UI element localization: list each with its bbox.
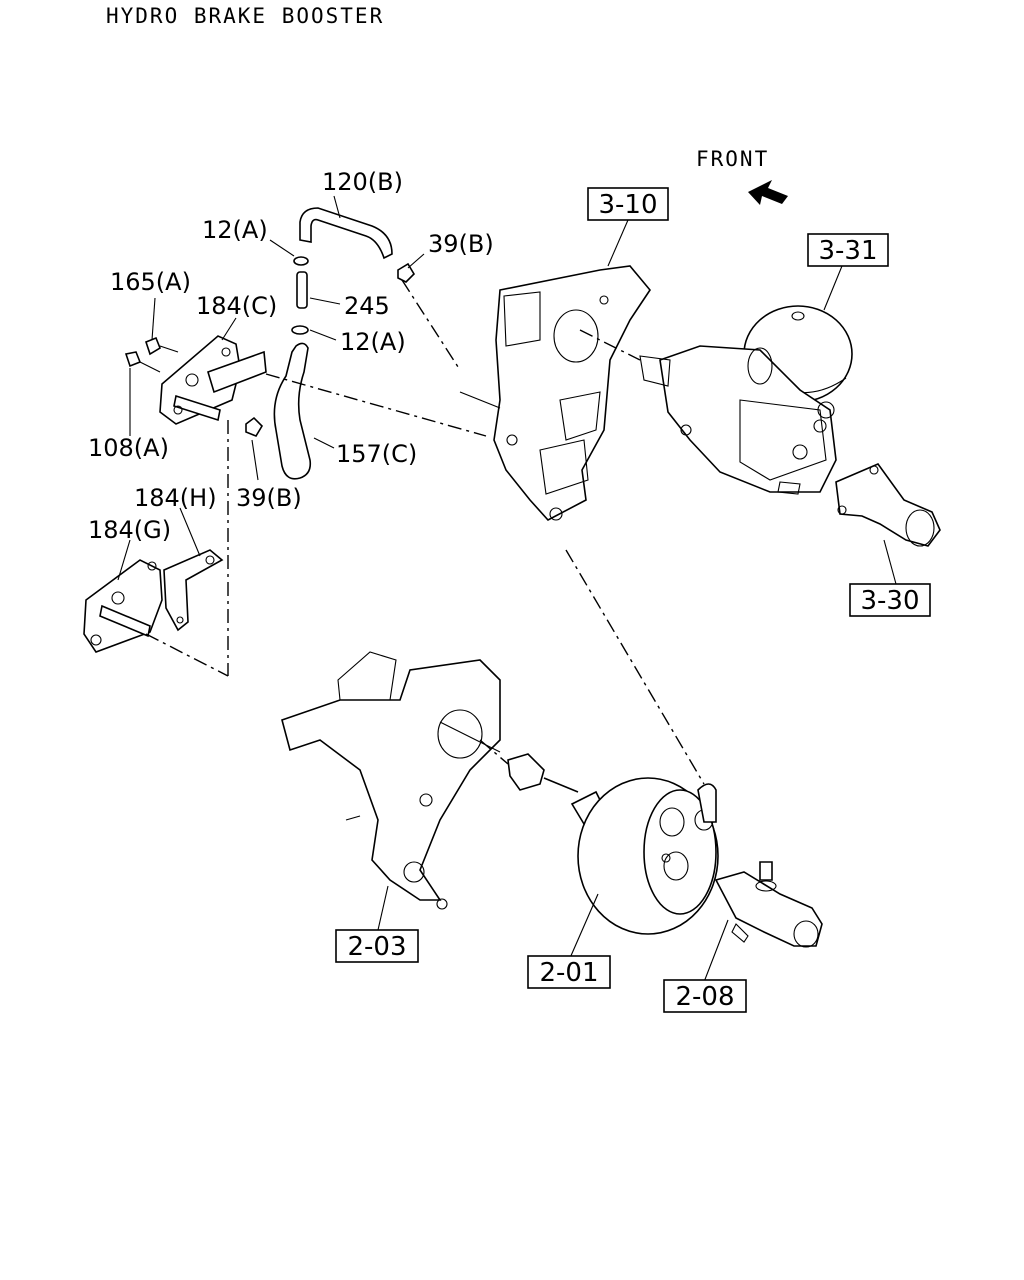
ref-label-2-08: 2-08 [675, 982, 734, 1012]
check-valve [714, 861, 823, 948]
callout-184g: 184(G) [88, 516, 171, 544]
diagram-title: HYDRO BRAKE BOOSTER [106, 4, 384, 28]
ref-box-2-03[interactable]: 2-03 [335, 929, 419, 963]
callout-245: 245 [344, 292, 390, 320]
assembly-lines [145, 279, 705, 785]
bolt-108a [124, 351, 161, 373]
front-label: FRONT [696, 147, 769, 171]
push-rod-clevis [507, 753, 579, 793]
pedal-bracket-upper [459, 265, 651, 521]
bracket-184h [163, 549, 224, 632]
callout-12a-top: 12(A) [202, 216, 268, 244]
ref-box-3-10[interactable]: 3-10 [587, 187, 669, 221]
front-arrow-icon [748, 180, 788, 205]
pipe-245 [296, 271, 308, 309]
callout-184h: 184(H) [134, 484, 217, 512]
bracket-184c [159, 335, 267, 425]
vacuum-booster [570, 777, 719, 935]
vacuum-hose-upper [299, 207, 393, 260]
callout-39b-top: 39(B) [428, 230, 494, 258]
hydro-booster-unit [639, 305, 853, 495]
bolt-165a [145, 336, 179, 356]
vacuum-hose-lower [273, 342, 312, 480]
ref-leaders [377, 219, 897, 983]
ref-box-2-08[interactable]: 2-08 [663, 979, 747, 1013]
callout-leaders [117, 195, 425, 581]
ref-box-3-31[interactable]: 3-31 [807, 233, 889, 267]
callout-165a: 165(A) [110, 268, 191, 296]
bracket-184g [83, 559, 163, 653]
pedal-bracket-lower [281, 651, 501, 910]
clip-39b-top [397, 262, 416, 283]
callout-184c: 184(C) [196, 292, 277, 320]
callout-12a-mid: 12(A) [340, 328, 406, 356]
ref-label-3-31: 3-31 [818, 236, 877, 266]
hose-clamp-mid [291, 325, 309, 335]
ref-label-2-03: 2-03 [347, 932, 406, 962]
ref-label-2-01: 2-01 [539, 958, 598, 988]
ref-label-3-10: 3-10 [598, 190, 657, 220]
ref-box-2-01[interactable]: 2-01 [527, 955, 611, 989]
ref-box-3-30[interactable]: 3-30 [849, 583, 931, 617]
callout-120b: 120(B) [322, 168, 403, 196]
master-cylinder-fitting [835, 463, 941, 547]
hose-clamp-top [293, 256, 309, 266]
clip-39b-bottom [245, 416, 264, 437]
callout-39b-bottom: 39(B) [236, 484, 302, 512]
ref-label-3-30: 3-30 [860, 586, 919, 616]
callout-157c: 157(C) [336, 440, 417, 468]
callout-108a: 108(A) [88, 434, 169, 462]
